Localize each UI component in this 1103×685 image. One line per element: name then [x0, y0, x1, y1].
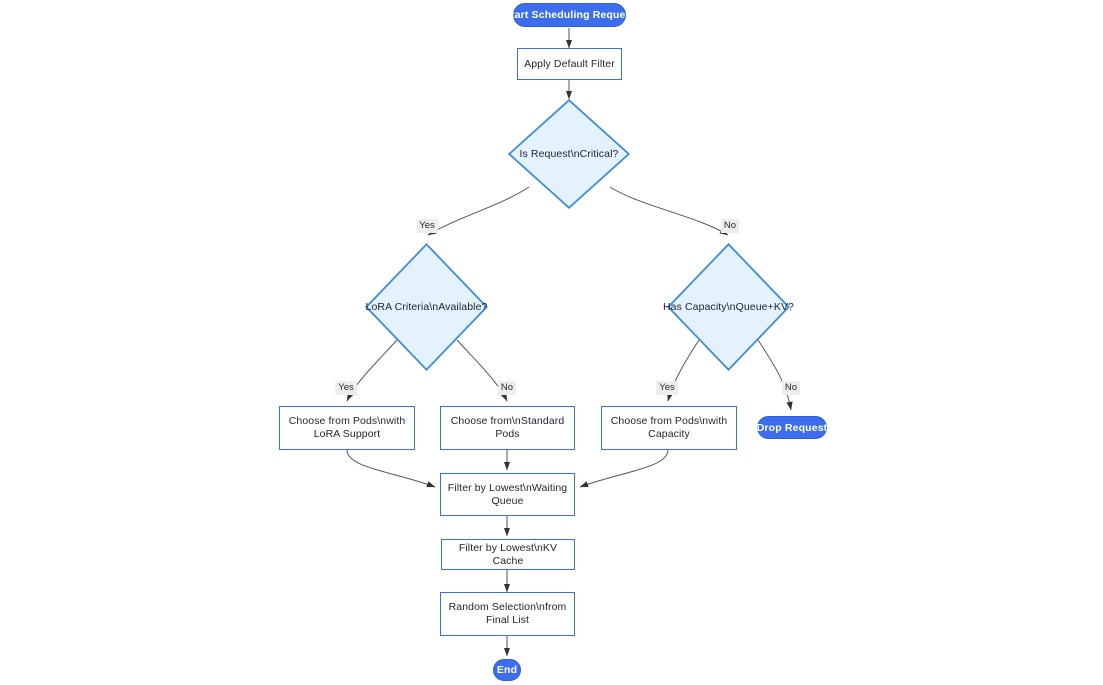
node-filter-lowest-kv-cache[interactable]: Filter by Lowest\nKV Cache — [441, 539, 575, 570]
node-choose-standard-pods-line2: Pods — [495, 428, 520, 440]
edge-label-critical-no: No — [720, 219, 740, 233]
node-apply-default-filter[interactable]: Apply Default Filter — [517, 48, 622, 80]
node-choose-pods-capacity-line2: Capacity — [648, 428, 690, 440]
node-choose-standard-pods[interactable]: Choose from\nStandard Pods — [440, 406, 575, 450]
edge-label-capacity-no: No — [781, 381, 801, 395]
edge-label-capacity-yes: Yes — [656, 381, 678, 395]
diamond-shape-lora-criteria-available — [365, 243, 488, 371]
node-choose-pods-lora-support-line2: LoRA Support — [313, 428, 381, 440]
edge-choose-capacity-to-filter-queue — [579, 449, 669, 488]
edge-choose-lora-to-filter-queue — [346, 449, 436, 488]
diamond-shape-has-capacity — [667, 243, 790, 371]
node-random-selection-final-list-line2: Final List — [485, 614, 529, 626]
node-choose-pods-capacity[interactable]: Choose from Pods\nwith Capacity — [601, 406, 737, 450]
diamond-shape-is-request-critical — [508, 99, 630, 209]
node-has-capacity-label: Has Capacity\nQueue+KV? — [663, 300, 795, 313]
node-end[interactable]: End — [493, 659, 521, 681]
node-lora-criteria-available-label: LoRA Criteria\nAvailable? — [365, 300, 488, 313]
node-is-request-critical-label: Is Request\nCritical? — [519, 147, 619, 160]
node-start-label: Start Scheduling Request — [503, 9, 636, 21]
node-filter-lowest-kv-cache-label: Filter by Lowest\nKV Cache — [458, 541, 558, 567]
node-has-capacity[interactable]: Has Capacity\nQueue+KV? — [663, 243, 794, 371]
node-drop-request[interactable]: Drop Request — [757, 416, 827, 439]
node-choose-standard-pods-line1: Choose from\nStandard — [450, 415, 565, 427]
node-drop-request-label: Drop Request — [756, 421, 828, 434]
node-apply-default-filter-label: Apply Default Filter — [524, 57, 615, 70]
node-end-label: End — [496, 664, 518, 676]
node-filter-lowest-waiting-queue-line1: Filter by Lowest\nWaiting — [447, 481, 568, 494]
edge-label-lora-no: No — [497, 381, 517, 395]
node-choose-pods-capacity-line1: Choose from Pods\nwith — [610, 415, 728, 427]
node-lora-criteria-available[interactable]: LoRA Criteria\nAvailable? — [365, 243, 488, 371]
node-random-selection-final-list-line1: Random Selection\nfrom — [448, 601, 567, 613]
edge-label-lora-yes: Yes — [335, 381, 357, 395]
node-random-selection-final-list[interactable]: Random Selection\nfrom Final List — [440, 592, 575, 636]
node-is-request-critical[interactable]: Is Request\nCritical? — [508, 99, 630, 209]
node-start[interactable]: Start Scheduling Request — [504, 3, 635, 27]
edge-label-critical-yes: Yes — [416, 219, 438, 233]
node-filter-lowest-waiting-queue[interactable]: Filter by Lowest\nWaiting Queue — [440, 473, 575, 516]
node-filter-lowest-waiting-queue-line2: Queue — [491, 494, 524, 507]
node-choose-pods-lora-support-line1: Choose from Pods\nwith — [288, 415, 406, 427]
node-choose-pods-lora-support[interactable]: Choose from Pods\nwith LoRA Support — [279, 406, 415, 450]
